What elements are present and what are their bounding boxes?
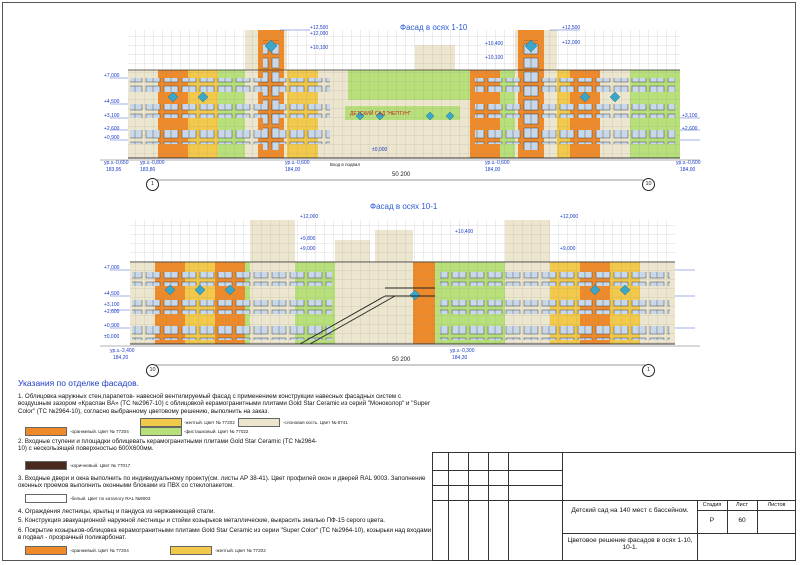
facade2-building <box>100 220 700 366</box>
elev-label: +3,100 <box>104 113 120 119</box>
elev-label: +7,000 <box>104 265 120 271</box>
elev-label: 184,00 <box>285 167 301 173</box>
elev-label: +9,000 <box>560 246 576 252</box>
elev-label: +2,600 <box>104 309 120 315</box>
swatch-label: -оранжевый. Цвет № 77204 <box>70 548 129 553</box>
swatch-pistachio <box>140 427 182 436</box>
elev-label: ур.з.-0,800 <box>140 160 165 166</box>
swatch-label: -желтый. Цвет № 77202 <box>184 420 235 425</box>
elev-label: +3,100 <box>104 302 120 308</box>
elev-label: 183,95 <box>106 167 122 173</box>
swatch-white <box>25 494 67 503</box>
sheet-title: Цветовое решение фасадов в осях 1-10, 10… <box>567 537 693 551</box>
elev-label: +12,000 <box>562 40 581 46</box>
elev-label: 183,80 <box>140 167 156 173</box>
elev-label: +0,900 <box>104 323 120 329</box>
swatch-brown <box>25 461 67 470</box>
col-sheets: Листов <box>767 502 786 508</box>
elev-label: +12,000 <box>310 31 329 37</box>
col-sheet: Лист <box>736 502 748 508</box>
elev-label: ур.з.-0,300 <box>450 348 475 354</box>
elev-label: +3,100 <box>682 113 698 119</box>
elev-label: +12,000 <box>560 214 579 220</box>
note-item: 6. Покрытие козырьков-облицовка керамогр… <box>18 527 432 542</box>
title-block <box>432 452 796 561</box>
elev-label: ур.з.-2,400 <box>110 348 135 354</box>
elev-label: +9,000 <box>300 246 316 252</box>
swatch-label: -коричневый. Цвет № 77017 <box>70 463 131 468</box>
swatch-ivory <box>238 418 280 427</box>
swatch-orange <box>25 546 67 555</box>
facade1-mid-label: Вход в подвал <box>330 162 361 167</box>
elev-label: ур.з.-0,600 <box>485 160 510 166</box>
facade1-building <box>100 29 700 181</box>
elev-label: +10,400 <box>485 41 504 47</box>
swatch-label: -слоновая кость. Цвет № 8741 <box>283 420 348 425</box>
facade1-sign: ДЕТСКИЙ САД "НЕПТУН" <box>350 111 411 117</box>
elev-label: +10,100 <box>310 45 329 51</box>
note-item: 2. Входные ступени и площадки облицевать… <box>18 438 318 453</box>
col-stage: Стадия <box>702 502 722 508</box>
swatch-yellow <box>170 546 212 555</box>
swatch-label: -желтый. Цвет № 77202 <box>215 548 266 553</box>
elev-label: +12,500 <box>562 25 581 31</box>
elev-label: ур.з.-0,600 <box>285 160 310 166</box>
elev-label: +12,000 <box>300 214 319 220</box>
swatch-orange <box>25 427 67 436</box>
stage-value: Р <box>709 517 715 524</box>
facade2-title: Фасад в осях 10-1 <box>370 202 438 211</box>
elev-label: 184,00 <box>485 167 501 173</box>
notes-title: Указания по отделке фасадов. <box>18 378 139 388</box>
elev-label: +7,000 <box>104 73 120 79</box>
elev-label: 184,00 <box>680 167 696 173</box>
swatch-label: -оранжевый. Цвет № 77204 <box>70 429 129 434</box>
elev-label: +4,500 <box>104 291 120 297</box>
elev-label: +9,800 <box>300 236 316 242</box>
note-item: 3. Входные двери и окна выполнить по инд… <box>18 475 426 490</box>
sheet-number: 60 <box>738 517 746 524</box>
facade2-dimension: 50 200 <box>392 357 411 363</box>
facade2-axis-right: 1 <box>642 364 655 377</box>
elev-label: +10,400 <box>455 229 474 235</box>
facade1-axis-left: 1 <box>146 178 159 191</box>
facade1-title: Фасад в осях 1-10 <box>400 23 468 32</box>
elev-label: 184,30 <box>452 355 468 361</box>
note-item: 4. Ограждения лестницы, крыльц и пандуса… <box>18 508 216 515</box>
note-item: 1. Облицовка наружных стен,парапетов- на… <box>18 393 430 415</box>
swatch-label: -фисташковый. Цвет № 77022 <box>184 429 249 434</box>
elev-label: +4,500 <box>104 99 120 105</box>
facade1-axis-right: 10 <box>642 178 655 191</box>
elev-label: ур.з.-0,600 <box>676 160 701 166</box>
elev-label: +10,100 <box>485 55 504 61</box>
note-item: 5. Конструкция эвакуационной наружной ле… <box>18 517 386 524</box>
elev-label: +2,600 <box>682 126 698 132</box>
project-name: Детский сад на 140 мест с бассейном. <box>571 507 689 514</box>
swatch-label: -белый. Цвет по каталогу RAL №9003 <box>70 496 151 501</box>
facade1-dimension: 50 200 <box>392 172 411 178</box>
elev-label: 184,20 <box>113 355 129 361</box>
elev-label: +12,500 <box>310 25 329 31</box>
elev-label: +2,600 <box>104 126 120 132</box>
elev-label: ур.з.-0,650 <box>104 160 129 166</box>
swatch-yellow <box>140 418 182 427</box>
elev-label: ±0,000 <box>104 334 120 340</box>
elev-label: +0,900 <box>104 135 120 141</box>
elev-label: ±0,000 <box>372 147 388 153</box>
facade2-axis-left: 10 <box>146 364 159 377</box>
